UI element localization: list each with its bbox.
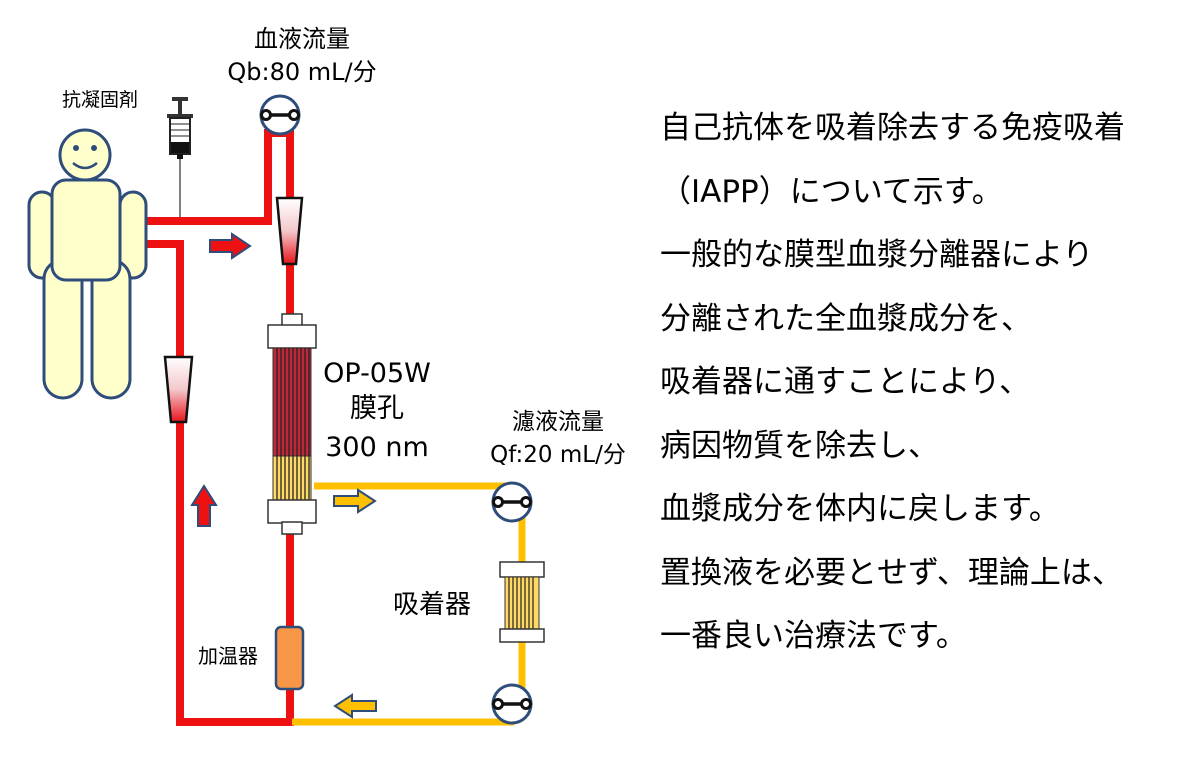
drip-chamber-icon [275,196,304,266]
filter-name-label: OP-05W [323,358,431,389]
anticoagulant-label: 抗凝固剤 [62,89,138,111]
patient-icon [27,128,148,400]
description-line: 吸着器に通すことにより、 [660,364,1031,400]
pump-icon [259,94,301,136]
drip-chamber-icon [163,355,194,424]
description-line: 血漿成分を体内に戻します。 [660,491,1060,527]
filtrate-flow-value: Qf:20 mL/分 [490,442,626,468]
adsorber-column-icon [499,561,545,643]
pump-icon [491,683,533,725]
filter-pore-label: 膜孔 [350,393,404,424]
description-line: 自己抗体を吸着除去する免疫吸着 [660,110,1125,146]
filtrate-flow-title: 濾液流量 [512,409,604,435]
description-text: 自己抗体を吸着除去する免疫吸着 （IAPP）について示す。 一般的な膜型血漿分離… [660,108,1190,680]
plasma-separator-icon [267,313,317,535]
pump-icon [491,481,533,523]
adsorber-label: 吸着器 [393,590,471,620]
adsorber-out-line [292,640,526,726]
filter-pore-size: 300 nm [325,432,429,463]
warmer-icon [274,625,305,691]
return-line [132,240,294,726]
flow-arrow-icon [190,484,218,527]
description-line: 分離された全血漿成分を、 [660,300,1032,337]
description-line: 一般的な膜型血漿分離器により [660,237,1094,273]
blood-flow-value: Qb:80 mL/分 [227,58,376,86]
description-line: （IAPP）について示す。 [660,173,1003,210]
blood-flow-title: 血液流量 [254,25,350,53]
description-line: 病因物質を除去し、 [660,427,939,464]
warmer-label: 加温器 [198,644,258,668]
flow-arrow-icon [209,232,252,260]
description-line: 一番良い治療法です。 [660,618,967,654]
arterial-line [132,129,294,318]
blood-lines [132,129,294,726]
flow-arrow-icon [333,693,377,719]
flow-arrow-icon [333,488,377,514]
syringe-icon [167,97,193,217]
description-line: 置換液を必要とせず、理論上は、 [660,554,1123,591]
